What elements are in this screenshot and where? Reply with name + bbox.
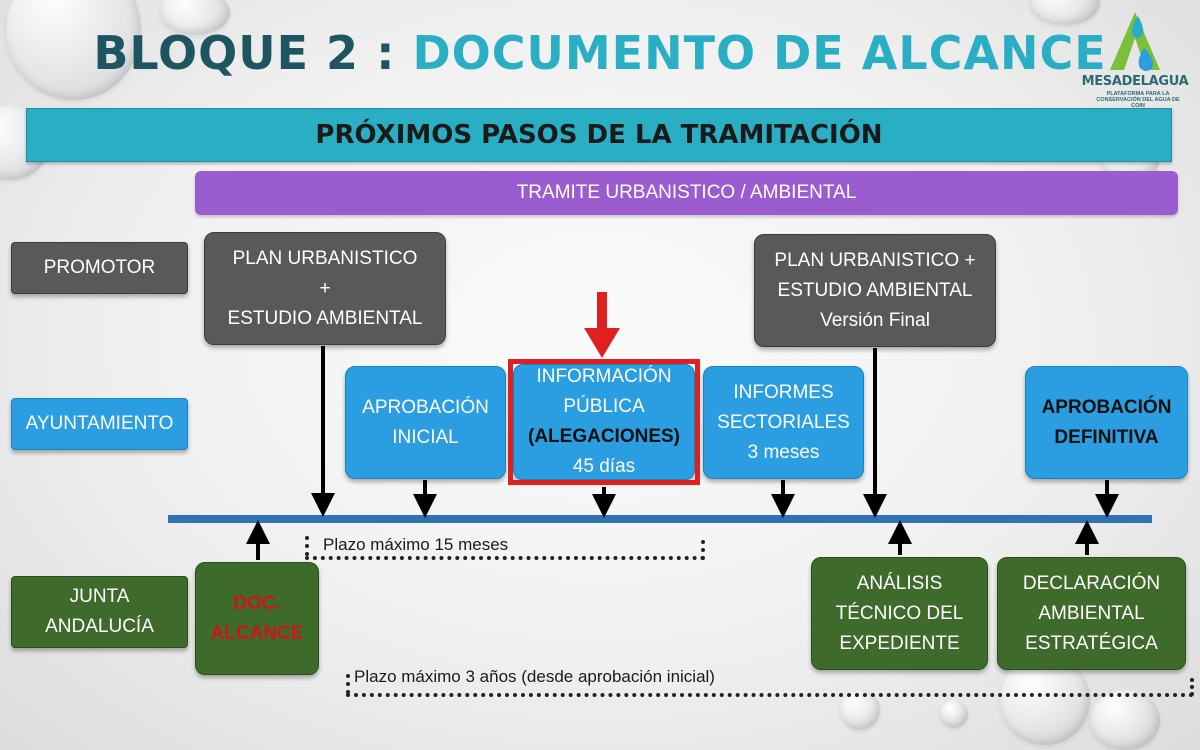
alegaciones-line: (ALEGACIONES) bbox=[528, 422, 680, 452]
paren-open: ( bbox=[527, 426, 535, 447]
water-drop-decoration bbox=[1090, 690, 1160, 750]
aprobacion-definitiva-box: APROBACIÓN DEFINITIVA bbox=[1025, 366, 1188, 479]
analisis-tecnico-box: ANÁLISIS TÉCNICO DEL EXPEDIENTE bbox=[811, 557, 988, 670]
declaracion-ambiental-box: DECLARACIÓN AMBIENTAL ESTRATÉGICA bbox=[997, 557, 1186, 670]
box-line: APROBACIÓN bbox=[362, 396, 489, 418]
water-drop-decoration bbox=[1000, 655, 1090, 745]
dotted-bracket bbox=[1190, 678, 1194, 696]
box-line: SECTORIALES bbox=[717, 411, 850, 433]
box-line: INICIAL bbox=[392, 426, 459, 448]
dotted-bracket bbox=[346, 674, 350, 694]
plan-urbanistico-box: PLAN URBANISTICO + ESTUDIO AMBIENTAL bbox=[204, 232, 446, 345]
plan-urbanistico-final-box: PLAN URBANISTICO + ESTUDIO AMBIENTAL Ver… bbox=[754, 234, 996, 347]
informes-sectoriales-box: INFORMES SECTORIALES 3 meses bbox=[703, 366, 864, 479]
dotted-bracket bbox=[305, 556, 705, 560]
alegaciones-text: ALEGACIONES bbox=[534, 426, 674, 447]
doc-alcance-box: DOC. ALCANCE bbox=[195, 562, 319, 675]
aprobacion-inicial-box: APROBACIÓN INICIAL bbox=[345, 366, 506, 479]
highlight-frame bbox=[508, 359, 700, 485]
dotted-bracket bbox=[346, 693, 1194, 697]
page-title: BLOQUE 2 : DOCUMENTO DE ALCANCE bbox=[0, 26, 1200, 80]
title-part-2: DOCUMENTO DE ALCANCE bbox=[412, 26, 1107, 80]
logo-subtitle: PLATAFORMA PARA LA CONSERVACIÓN DEL AGUA… bbox=[1096, 91, 1180, 109]
box-line: ESTUDIO AMBIENTAL bbox=[777, 279, 973, 301]
plazo-3-anios: Plazo máximo 3 años (desde aprobación in… bbox=[354, 667, 715, 686]
title-part-1: BLOQUE 2 : bbox=[93, 26, 396, 80]
informacion-publica-box: INFORMACIÓN PÚBLICA (ALEGACIONES) 45 día… bbox=[513, 364, 695, 480]
box-line: PLAN URBANISTICO bbox=[232, 247, 418, 269]
box-line: ALCANCE bbox=[210, 622, 304, 644]
box-line: INFORMES bbox=[733, 381, 834, 403]
water-drop-logo-icon bbox=[1110, 12, 1160, 71]
box-line: ANÁLISIS bbox=[856, 572, 943, 594]
row-label-text: ANDALUCÍA bbox=[45, 616, 154, 637]
dotted-bracket bbox=[305, 536, 309, 556]
box-line: INFORMACIÓN bbox=[536, 366, 672, 387]
box-line: DOC. bbox=[233, 592, 281, 614]
box-line: 3 meses bbox=[747, 441, 820, 463]
row-label-text: PROMOTOR bbox=[43, 257, 156, 278]
box-line: ESTRATÉGICA bbox=[1025, 632, 1158, 654]
mesadelagua-logo: MESADELAGUA PLATAFORMA PARA LA CONSERVAC… bbox=[1080, 8, 1190, 116]
paren-close: ) bbox=[673, 426, 680, 447]
row-label-promotor: PROMOTOR bbox=[11, 242, 188, 294]
box-line: Versión Final bbox=[820, 309, 930, 331]
row-label-text: JUNTA bbox=[69, 586, 130, 607]
box-line: + bbox=[319, 277, 331, 299]
box-line: EXPEDIENTE bbox=[839, 632, 960, 654]
box-line: ESTUDIO AMBIENTAL bbox=[227, 307, 423, 329]
row-label-text: AYUNTAMIENTO bbox=[25, 413, 174, 434]
box-line: AMBIENTAL bbox=[1038, 602, 1145, 624]
banner-text: PRÓXIMOS PASOS DE LA TRAMITACIÓN bbox=[315, 120, 883, 150]
plazo-15-meses: Plazo máximo 15 meses bbox=[323, 535, 509, 554]
water-drop-decoration bbox=[940, 700, 968, 728]
tramite-text: TRAMITE URBANISTICO / AMBIENTAL bbox=[516, 182, 857, 203]
tramite-bar: TRAMITE URBANISTICO / AMBIENTAL bbox=[195, 171, 1178, 215]
box-line: APROBACIÓN bbox=[1041, 396, 1172, 418]
water-drop-decoration bbox=[160, 0, 230, 35]
red-arrow-icon bbox=[584, 292, 620, 358]
dotted-bracket bbox=[701, 540, 705, 560]
logo-name: MESADELAGUA bbox=[1081, 74, 1189, 89]
box-line: 45 días bbox=[572, 456, 636, 477]
box-line: PÚBLICA bbox=[563, 396, 645, 417]
box-line: DECLARACIÓN bbox=[1022, 572, 1161, 594]
box-line: PLAN URBANISTICO + bbox=[774, 249, 976, 271]
row-label-junta: JUNTA ANDALUCÍA bbox=[11, 576, 188, 648]
row-label-ayuntamiento: AYUNTAMIENTO bbox=[11, 398, 188, 450]
timeline-bar bbox=[168, 515, 1152, 523]
section-banner: PRÓXIMOS PASOS DE LA TRAMITACIÓN bbox=[26, 108, 1172, 162]
box-line: DEFINITIVA bbox=[1054, 426, 1159, 448]
box-line: TÉCNICO DEL bbox=[835, 602, 964, 624]
